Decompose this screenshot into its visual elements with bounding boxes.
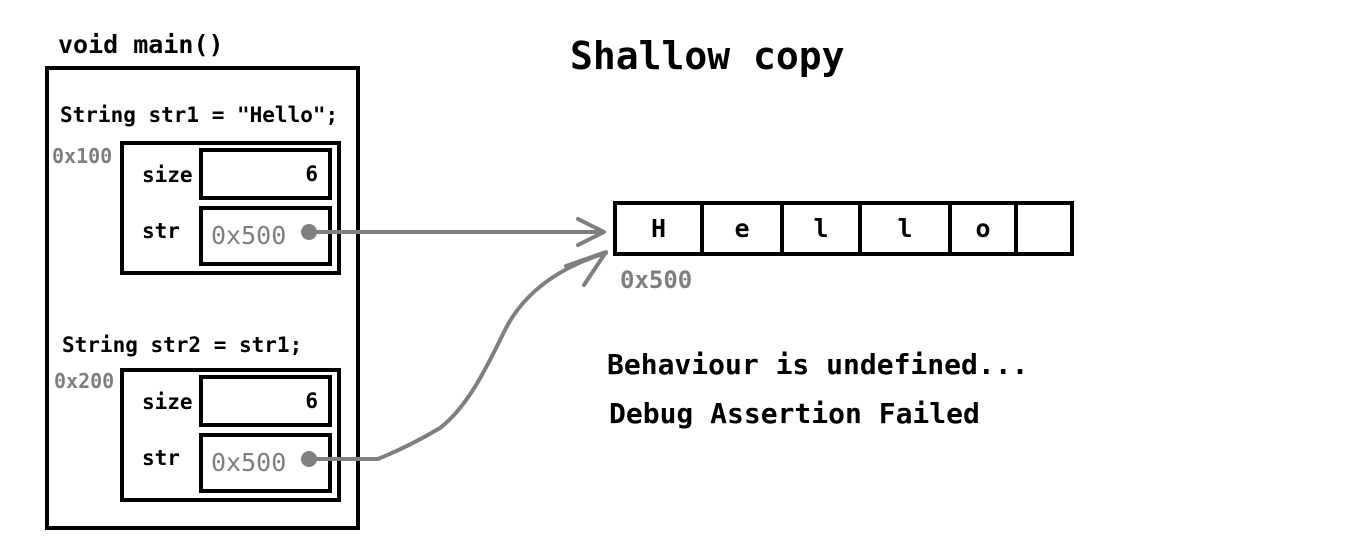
heap-cell: e xyxy=(734,214,750,243)
str2-str-value: 0x500 xyxy=(211,448,287,477)
heap-address: 0x500 xyxy=(620,266,693,294)
str2-arrowhead xyxy=(564,250,608,287)
str2-address: 0x200 xyxy=(54,369,115,393)
note-debug-assertion: Debug Assertion Failed xyxy=(609,397,980,430)
str2-str-field: 0x500 xyxy=(199,433,332,493)
str2-size-value: 6 xyxy=(305,389,318,413)
note-undefined-behaviour: Behaviour is undefined... xyxy=(607,348,1029,381)
str1-size-label: size xyxy=(142,163,193,187)
heap-cell: H xyxy=(650,214,667,243)
str1-str-field: 0x500 xyxy=(199,206,332,266)
cell-divider xyxy=(700,205,704,252)
heap-cell: l xyxy=(897,214,913,243)
str2-size-field: 6 xyxy=(199,375,332,427)
cell-divider xyxy=(858,205,862,252)
diagram-title: Shallow copy xyxy=(570,34,845,78)
function-label: void main() xyxy=(58,30,224,59)
str1-arrowhead xyxy=(576,217,606,247)
cell-divider xyxy=(948,205,952,252)
str1-address: 0x100 xyxy=(52,144,113,168)
str2-declaration: String str2 = str1; xyxy=(62,333,303,357)
heap-cell: o xyxy=(975,214,991,243)
str1-str-label: str xyxy=(142,219,180,243)
heap-char-array: H e l l o xyxy=(613,201,1074,256)
str1-str-value: 0x500 xyxy=(211,221,287,250)
str1-size-field: 6 xyxy=(199,148,332,200)
heap-cell: l xyxy=(813,214,829,243)
cell-divider xyxy=(1014,205,1018,252)
str1-size-value: 6 xyxy=(305,162,318,186)
str1-declaration: String str1 = "Hello"; xyxy=(60,103,339,127)
str2-size-label: size xyxy=(142,390,193,414)
str1-object xyxy=(120,141,341,275)
cell-divider xyxy=(780,205,784,252)
str2-str-label: str xyxy=(142,446,180,470)
heap-cell xyxy=(1018,205,1070,252)
